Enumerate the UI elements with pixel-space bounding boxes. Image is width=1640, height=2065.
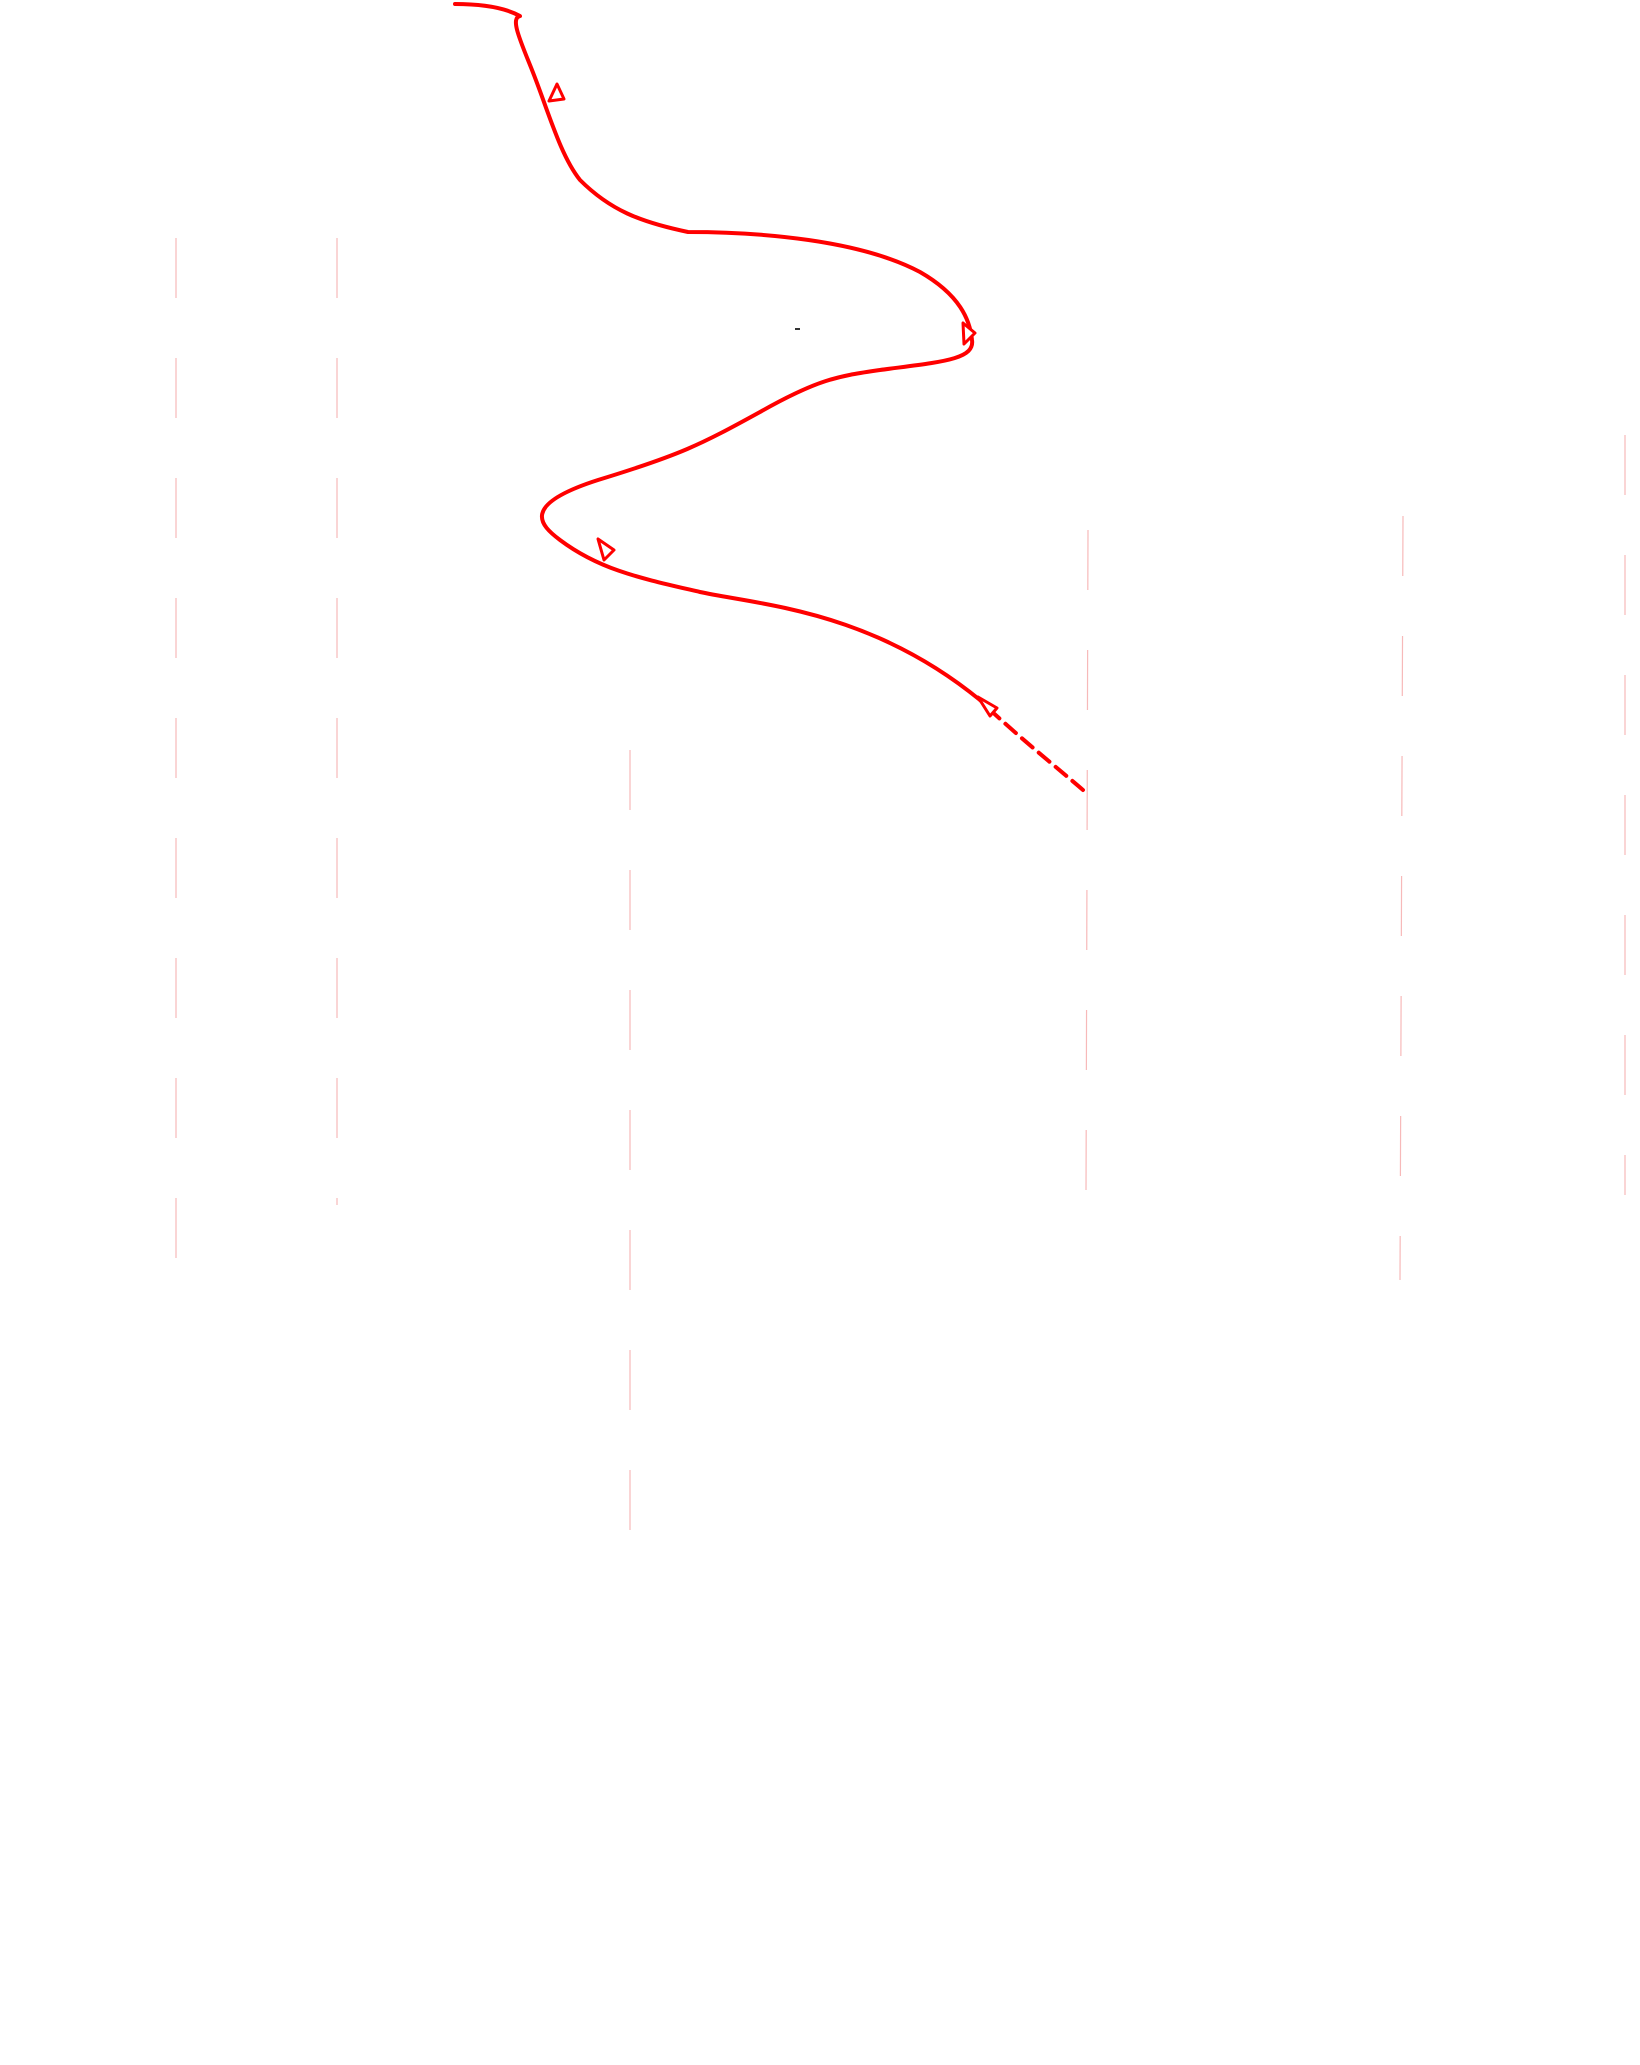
red-path bbox=[453, 2, 1085, 792]
arrowhead-icon bbox=[547, 82, 566, 103]
arrowhead-icon bbox=[976, 695, 999, 718]
path-segment-dashed bbox=[978, 698, 1085, 792]
arrowhead-icon bbox=[961, 321, 977, 346]
guide-line bbox=[1085, 529, 1089, 1196]
guide-lines bbox=[175, 238, 1626, 1570]
arrowheads bbox=[547, 82, 999, 718]
arrowhead-icon bbox=[596, 537, 616, 562]
guide-line bbox=[1399, 515, 1404, 1281]
path-segment-main bbox=[453, 2, 982, 702]
